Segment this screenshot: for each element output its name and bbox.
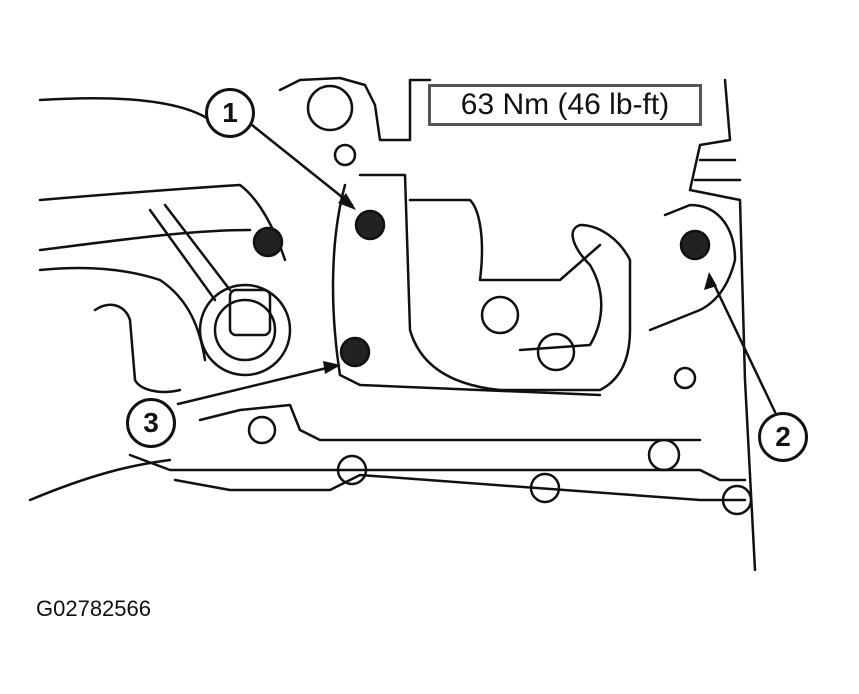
bolt-3 bbox=[339, 336, 371, 368]
sensor-wire bbox=[148, 208, 217, 302]
oil-pan bbox=[128, 453, 747, 482]
bolt-2 bbox=[679, 229, 711, 261]
callout-2-arrowhead bbox=[704, 272, 717, 290]
bracket-arm bbox=[648, 203, 737, 332]
bracket-plate bbox=[408, 198, 602, 282]
figure-id: G02782566 bbox=[36, 596, 151, 621]
housing-outline bbox=[93, 303, 182, 394]
bracket-outline bbox=[331, 183, 602, 397]
bolt-head bbox=[529, 472, 561, 504]
callout-1-arrowhead bbox=[338, 193, 356, 210]
bracket-outline bbox=[358, 173, 632, 392]
oil-pan bbox=[198, 403, 702, 442]
bolt-head bbox=[721, 484, 753, 516]
oil-pan bbox=[173, 473, 747, 502]
bolt-head bbox=[252, 226, 284, 258]
sensor-ring bbox=[198, 283, 292, 377]
pan-hole bbox=[647, 438, 681, 472]
sensor-ring bbox=[213, 298, 277, 362]
callout-3: 3 bbox=[126, 398, 176, 448]
housing-right bbox=[688, 78, 757, 572]
callout-3-arrowhead bbox=[323, 361, 341, 374]
housing-outline bbox=[28, 458, 172, 502]
hose-outline bbox=[38, 96, 212, 122]
hose-outline bbox=[38, 183, 287, 262]
sensor-wire bbox=[163, 203, 232, 292]
callout-1: 1 bbox=[205, 88, 255, 138]
pan-hole bbox=[247, 415, 277, 445]
casting-boss bbox=[333, 143, 357, 167]
bracket-hole bbox=[480, 295, 520, 335]
callout-1-leader bbox=[250, 123, 354, 207]
hose-outline bbox=[38, 228, 252, 252]
housing-outline bbox=[38, 266, 207, 362]
casting-boss bbox=[306, 84, 354, 132]
bracket-hole bbox=[536, 332, 576, 372]
sensor-connector bbox=[228, 288, 272, 337]
bolt-head bbox=[336, 454, 368, 486]
casting-boss bbox=[673, 366, 697, 390]
callout-3-leader bbox=[176, 364, 337, 406]
callout-2-leader bbox=[710, 278, 777, 414]
callout-2: 2 bbox=[758, 412, 808, 462]
housing-right bbox=[693, 158, 742, 182]
casting-outline bbox=[278, 76, 432, 142]
bolt-1 bbox=[354, 209, 386, 241]
torque-spec-label: 63 Nm (46 lb-ft) bbox=[428, 84, 702, 126]
